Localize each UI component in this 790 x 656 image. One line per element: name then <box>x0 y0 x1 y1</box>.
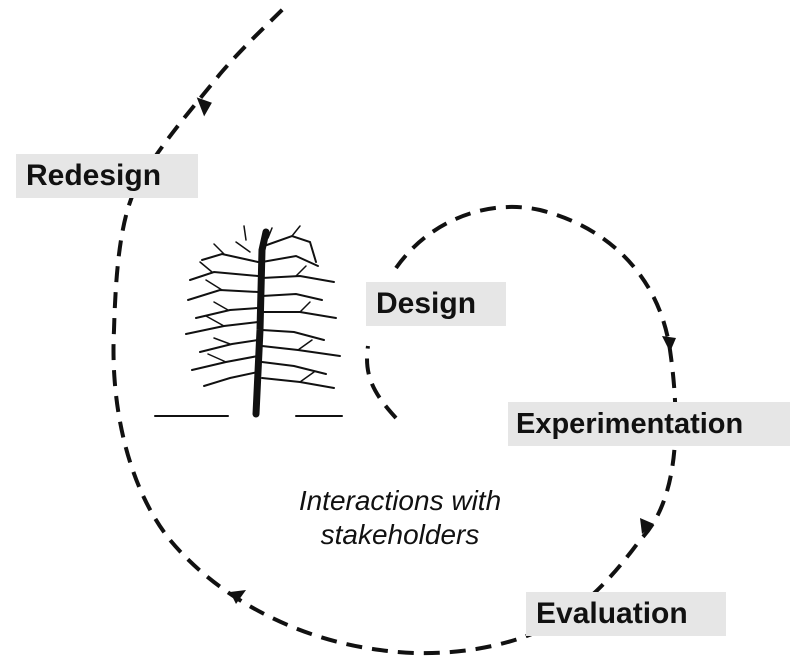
arrowhead-icon <box>230 590 246 604</box>
stage-label-evaluation: Evaluation <box>526 592 726 636</box>
stage-label-experimentation: Experimentation <box>508 402 790 446</box>
center-caption: Interactions with stakeholders <box>250 484 550 552</box>
arrowhead-icon <box>196 97 212 117</box>
tree-illustration <box>154 225 343 418</box>
stage-label-redesign: Redesign <box>16 154 198 198</box>
arrowhead-icon <box>662 336 676 352</box>
arrowhead-icon <box>640 518 654 534</box>
center-caption-line1: Interactions with <box>298 485 502 516</box>
center-caption-line2: stakeholders <box>320 519 480 550</box>
spiral-path <box>111 4 678 656</box>
stage-label-design: Design <box>366 282 506 326</box>
